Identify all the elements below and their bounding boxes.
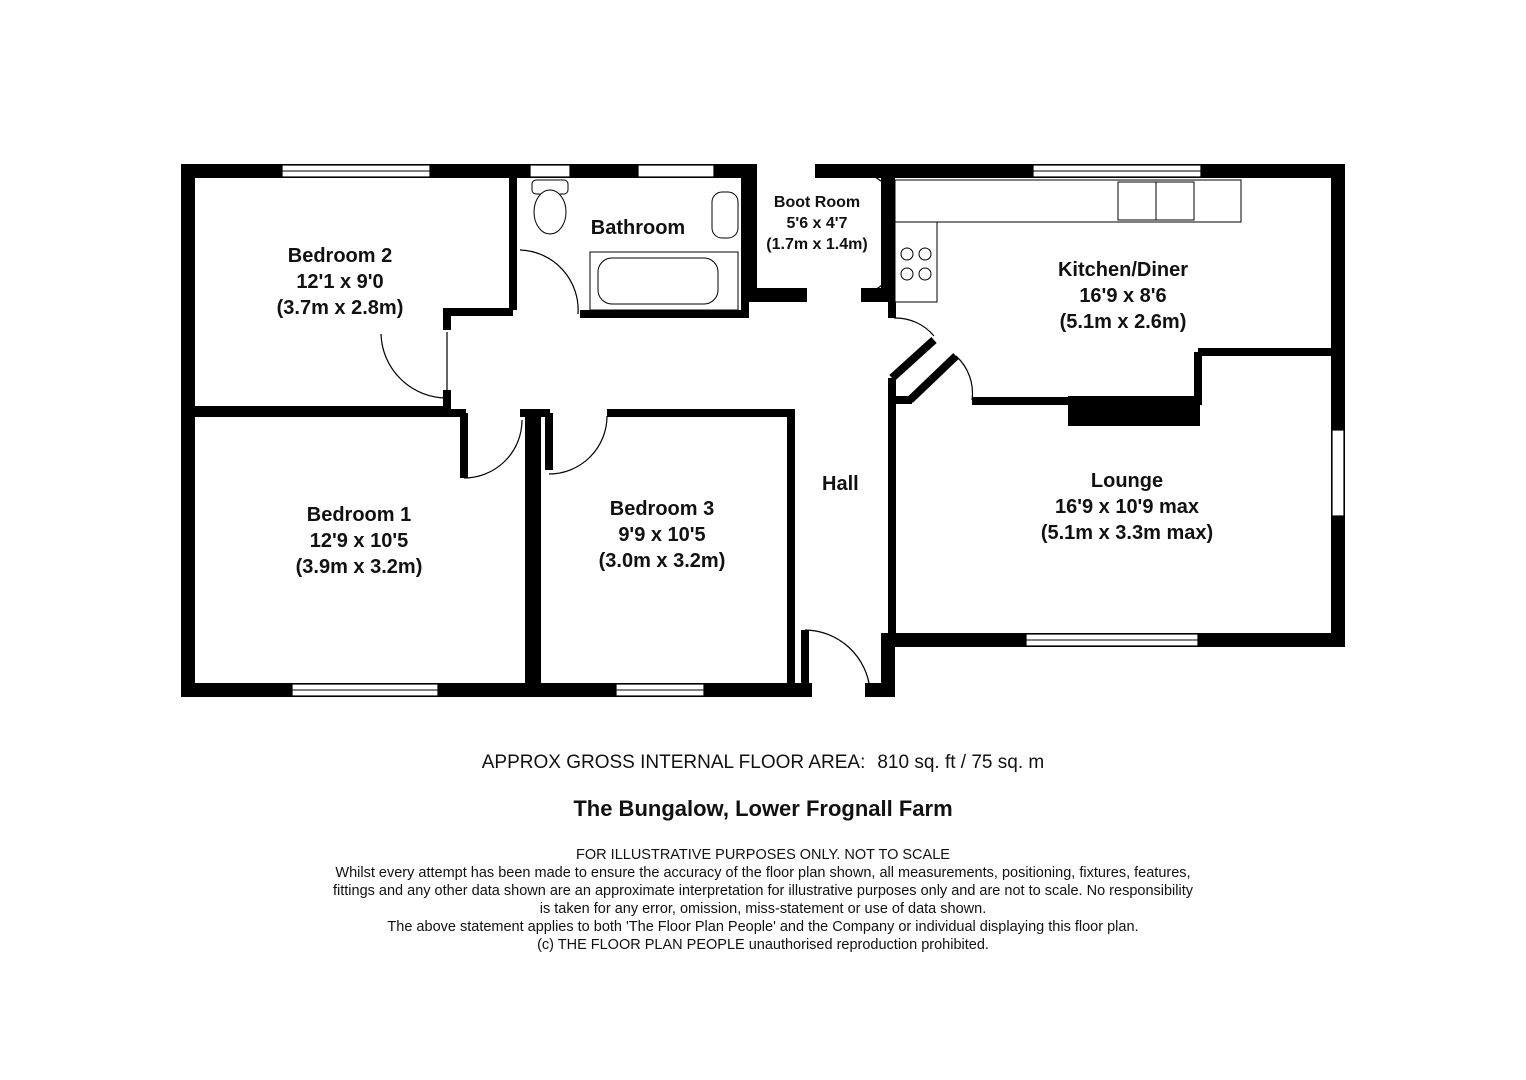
wall-diag-1 bbox=[889, 337, 937, 381]
door-bedroom1 bbox=[463, 419, 523, 479]
window-lounge-side bbox=[1331, 429, 1345, 517]
wall-bed2-notch bbox=[443, 308, 513, 330]
fixtures bbox=[531, 179, 1242, 311]
disclaimer-line: fittings and any other data shown are an… bbox=[332, 883, 1193, 899]
toilet-bowl bbox=[533, 189, 567, 235]
bedroom1-imperial: 12'9 x 10'5 bbox=[310, 530, 409, 552]
bedroom2-imperial: 12'1 x 9'0 bbox=[296, 271, 383, 293]
lounge-metric: (5.1m x 3.3m max) bbox=[1041, 522, 1213, 544]
doors bbox=[380, 166, 974, 691]
bathroom-name: Bathroom bbox=[591, 217, 685, 239]
floor-area-value: 810 sq. ft / 75 sq. m bbox=[877, 752, 1045, 773]
kitchen-metric: (5.1m x 2.6m) bbox=[1060, 311, 1187, 333]
bedroom1-name: Bedroom 1 bbox=[307, 504, 411, 526]
hob-ring-2 bbox=[918, 247, 932, 261]
lounge-imperial: 16'9 x 10'9 max bbox=[1055, 496, 1199, 518]
disclaimer-line: FOR ILLUSTRATIVE PURPOSES ONLY. NOT TO S… bbox=[576, 847, 950, 863]
boot-room-name: Boot Room bbox=[774, 194, 860, 211]
door-bedroom3 bbox=[548, 415, 608, 475]
bedroom1-metric: (3.9m x 3.2m) bbox=[296, 556, 423, 578]
disclaimer-line: (c) THE FLOOR PLAN PEOPLE unauthorised r… bbox=[537, 937, 989, 953]
lounge-name: Lounge bbox=[1091, 470, 1163, 492]
hall-name: Hall bbox=[822, 473, 859, 495]
windows bbox=[281, 164, 1345, 697]
door-kitchen bbox=[893, 317, 935, 337]
bedroom2-name: Bedroom 2 bbox=[288, 245, 392, 267]
window-bathroom-1 bbox=[529, 164, 571, 178]
bedroom3-name: Bedroom 3 bbox=[610, 498, 714, 520]
boot-room-metric: (1.7m x 1.4m) bbox=[766, 236, 867, 253]
door-bedroom2 bbox=[380, 332, 448, 399]
sink-bathroom bbox=[711, 191, 739, 239]
bedroom3-metric: (3.0m x 3.2m) bbox=[599, 550, 726, 572]
bedroom2-metric: (3.7m x 2.8m) bbox=[277, 297, 404, 319]
door-lounge bbox=[955, 355, 974, 401]
hob-ring-4 bbox=[918, 267, 932, 281]
bedroom3-imperial: 9'9 x 10'5 bbox=[618, 524, 705, 546]
kitchen-worktop-side bbox=[894, 221, 938, 303]
floor-plan: Bedroom 2 12'1 x 9'0 (3.7m x 2.8m) Bathr… bbox=[181, 164, 1345, 697]
door-front bbox=[804, 629, 871, 691]
bath-inner bbox=[597, 257, 719, 305]
boot-room-imperial: 5'6 x 4'7 bbox=[787, 215, 848, 232]
kitchen-name: Kitchen/Diner bbox=[1058, 259, 1188, 281]
chimney-breast bbox=[1068, 396, 1200, 426]
disclaimer-line: is taken for any error, omission, miss-s… bbox=[539, 901, 987, 917]
hob-ring-3 bbox=[900, 267, 914, 281]
wall-diag-2 bbox=[907, 353, 959, 403]
property-name: The Bungalow, Lower Frognall Farm bbox=[573, 796, 953, 821]
floor-area: APPROX GROSS INTERNAL FLOOR AREA: 810 sq.… bbox=[0, 752, 1526, 774]
door-bathroom bbox=[519, 249, 579, 315]
floor-area-label: APPROX GROSS INTERNAL FLOOR AREA: bbox=[481, 752, 866, 773]
kitchen-imperial: 16'9 x 8'6 bbox=[1079, 285, 1166, 307]
disclaimer-line: Whilst every attempt has been made to en… bbox=[335, 865, 1191, 881]
window-bathroom-2 bbox=[637, 164, 715, 178]
disclaimer-line: The above statement applies to both 'The… bbox=[387, 919, 1139, 935]
hob-ring-1 bbox=[900, 247, 914, 261]
room-labels: Bedroom 2 12'1 x 9'0 (3.7m x 2.8m) Bathr… bbox=[277, 194, 1214, 578]
disclaimer: FOR ILLUSTRATIVE PURPOSES ONLY. NOT TO S… bbox=[0, 846, 1526, 954]
